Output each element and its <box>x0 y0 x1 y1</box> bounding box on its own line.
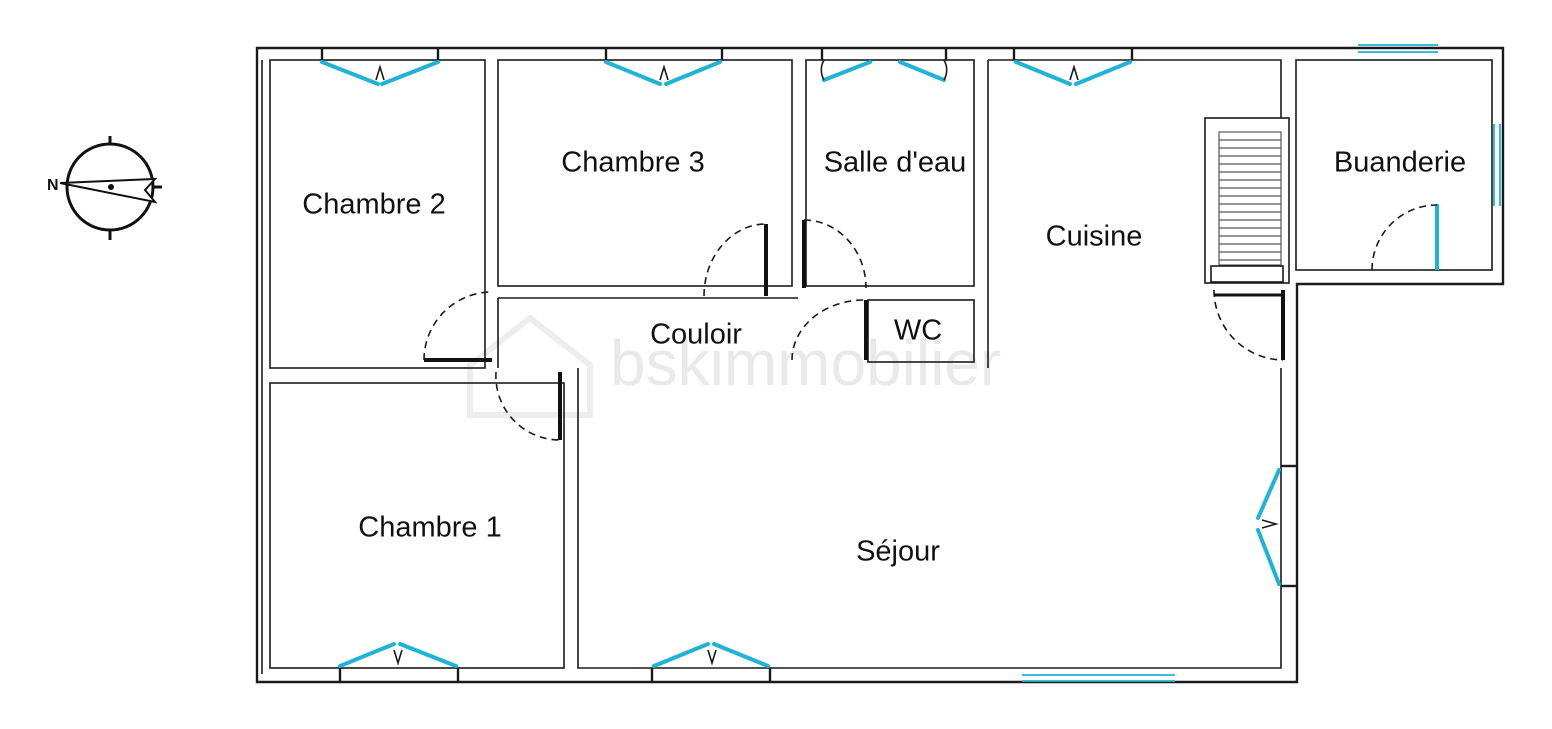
door-buanderie <box>1371 204 1439 271</box>
cuisine-walls <box>987 59 1282 368</box>
room-labels: Chambre 2 Chambre 3 Salle d'eau Cuisine … <box>302 147 1466 568</box>
compass: N <box>47 136 162 240</box>
door-salle-deau <box>802 219 867 289</box>
window-buanderie-top <box>1358 44 1438 53</box>
salle-deau-walls <box>805 59 975 287</box>
door-chambre-3 <box>703 223 768 297</box>
window-buanderie-side <box>1493 124 1501 206</box>
window-chambre-2 <box>320 48 440 86</box>
watermark-text: bskimmobilier <box>610 327 1001 399</box>
staircase-steps <box>1218 131 1282 266</box>
room-label-salle-deau: Salle d'eau <box>824 147 967 179</box>
compass-north-label: N <box>47 177 59 194</box>
window-chambre-1 <box>338 642 460 682</box>
compass-needle <box>59 177 158 204</box>
room-label-chambre-3: Chambre 3 <box>561 147 704 179</box>
room-label-couloir: Couloir <box>650 319 742 351</box>
chambre-1-walls <box>269 382 565 669</box>
chambre-3-walls <box>497 59 793 287</box>
window-chambre-3 <box>604 48 724 86</box>
buanderie-walls <box>1295 59 1493 271</box>
doors <box>423 204 1439 441</box>
watermark: bskimmobilier <box>467 314 1001 418</box>
door-cuisine-stairs <box>1213 289 1285 361</box>
door-wc <box>791 299 868 361</box>
outer-wall-outline <box>255 46 1505 684</box>
door-chambre-1 <box>495 371 562 441</box>
window-cuisine <box>1012 48 1134 86</box>
staircase-frame <box>1204 117 1290 284</box>
couloir-walls <box>497 297 1282 669</box>
room-label-chambre-1: Chambre 1 <box>358 512 501 544</box>
outer-walls <box>255 46 1505 684</box>
window-sejour-bottom <box>650 642 772 682</box>
window-sejour-side <box>1256 464 1297 588</box>
room-label-cuisine: Cuisine <box>1046 221 1143 253</box>
watermark-house-icon <box>467 314 593 418</box>
interior-walls <box>269 59 1493 669</box>
room-label-wc: WC <box>894 315 942 347</box>
door-chambre-2 <box>423 291 493 362</box>
window-salle-deau <box>820 48 948 82</box>
chambre-2-walls <box>269 59 486 369</box>
room-label-sejour: Séjour <box>856 536 940 568</box>
staircase-landing <box>1210 265 1284 283</box>
compass-center-dot <box>108 184 114 190</box>
room-label-buanderie: Buanderie <box>1334 147 1466 179</box>
window-sejour-baie <box>1022 674 1175 682</box>
room-label-chambre-2: Chambre 2 <box>302 189 445 221</box>
windows <box>320 44 1501 682</box>
